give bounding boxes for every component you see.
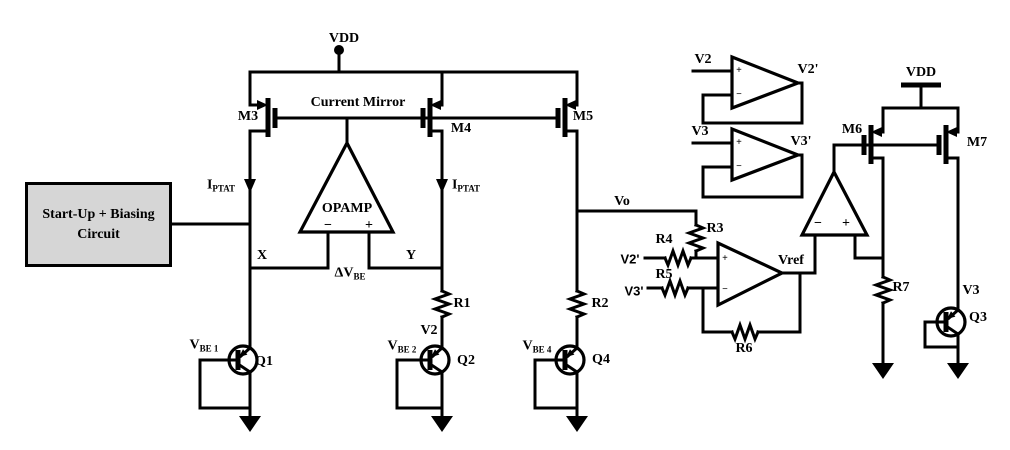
label-vo: Vo xyxy=(614,194,630,209)
startup-biasing-block: Start-Up + Biasing Circuit xyxy=(25,182,172,267)
vdd-terminal-left xyxy=(334,45,344,55)
delta-vbe-base: ΔV xyxy=(334,265,354,281)
label-r6: R6 xyxy=(735,341,753,356)
label-m6: M6 xyxy=(841,122,863,137)
iptat-right-sub: PTAT xyxy=(457,183,481,194)
label-q4: Q4 xyxy=(592,352,610,367)
vbe4-sub: BE 4 xyxy=(532,344,552,355)
label-v2-node: V2 xyxy=(420,323,438,338)
label-r3: R3 xyxy=(706,221,724,236)
label-y-node: Y xyxy=(405,248,417,263)
label-buffer2-input: V3 xyxy=(691,124,709,139)
main-opamp-minus-sign: − xyxy=(324,218,332,233)
resistor-r6-symbol xyxy=(730,323,760,341)
label-q1: Q1 xyxy=(255,354,273,369)
label-vbe2: VBE 2 xyxy=(387,338,417,355)
label-buffer1-output: V2' xyxy=(797,62,819,77)
summing-amp-minus-sign: − xyxy=(722,284,728,295)
label-iptat-left: IPTAT xyxy=(206,177,236,194)
label-m3: M3 xyxy=(237,109,259,124)
label-vdd-right: VDD xyxy=(905,65,937,80)
label-r4: R4 xyxy=(655,232,673,247)
label-delta-vbe: ΔVBE xyxy=(334,265,366,282)
label-vdd-left: VDD xyxy=(328,31,360,46)
iptat-left-sub: PTAT xyxy=(212,183,236,194)
label-m4: M4 xyxy=(450,121,472,136)
label-vbe4: VBE 4 xyxy=(522,338,552,355)
resistor-r7-symbol xyxy=(874,275,892,305)
iptat-arrow-right xyxy=(436,179,448,193)
vbe2-base: V xyxy=(387,338,398,354)
iptat-left-base: I xyxy=(206,177,213,193)
label-q2: Q2 xyxy=(457,353,475,368)
resistor-r4-symbol xyxy=(663,249,693,267)
delta-vbe-sub: BE xyxy=(353,271,366,282)
resistor-r2-symbol xyxy=(568,289,586,319)
label-vbe1: VBE 1 xyxy=(189,337,219,354)
vbe1-sub: BE 1 xyxy=(199,343,219,354)
mosfet-m7 xyxy=(939,125,958,164)
label-m7: M7 xyxy=(966,135,988,150)
iptat-arrow-left xyxy=(244,179,256,193)
label-r7: R7 xyxy=(892,280,910,295)
ground-r7 xyxy=(872,363,894,379)
buffer1-triangle xyxy=(730,54,803,111)
summing-amp-plus-sign: + xyxy=(722,253,728,264)
ground-q2 xyxy=(431,416,453,432)
main-opamp-triangle xyxy=(297,139,396,234)
label-iptat-right: IPTAT xyxy=(451,177,481,194)
label-r1: R1 xyxy=(453,296,471,311)
wire-network xyxy=(170,48,960,418)
buffer1-plus-sign: + xyxy=(736,65,742,76)
label-r2: R2 xyxy=(591,296,609,311)
label-r5: R5 xyxy=(655,267,673,282)
summing-amp-triangle xyxy=(716,240,786,308)
ground-q3 xyxy=(947,363,969,379)
label-summing-input-v2: V2' xyxy=(620,251,640,267)
vbe4-base: V xyxy=(522,338,533,354)
vbe1-base: V xyxy=(189,337,200,353)
startup-block-line2: Circuit xyxy=(77,226,120,242)
label-current-mirror: Current Mirror xyxy=(310,95,406,110)
resistor-r1-symbol xyxy=(433,289,451,319)
label-summing-input-v3: V3' xyxy=(624,283,644,299)
label-x-node: X xyxy=(256,248,268,263)
ground-q1 xyxy=(239,416,261,432)
buffer2-plus-sign: + xyxy=(736,137,742,148)
error-amp-plus-sign: + xyxy=(842,216,850,231)
error-amp-triangle xyxy=(799,168,870,237)
buffer1-minus-sign: − xyxy=(736,89,742,100)
label-vref: Vref xyxy=(778,253,804,268)
label-opamp: OPAMP xyxy=(321,201,373,216)
label-m5: M5 xyxy=(572,109,594,124)
vbe2-sub: BE 2 xyxy=(397,344,417,355)
buffer2-minus-sign: − xyxy=(736,161,742,172)
label-buffer1-input: V2 xyxy=(694,52,712,67)
resistor-r5-symbol xyxy=(660,279,690,297)
label-q3: Q3 xyxy=(969,310,987,325)
iptat-right-base: I xyxy=(451,177,458,193)
buffer2-triangle xyxy=(730,126,803,183)
ground-q4 xyxy=(566,416,588,432)
resistor-r3-symbol xyxy=(687,223,705,253)
main-opamp-plus-sign: + xyxy=(365,218,373,233)
label-v3-node: V3 xyxy=(962,283,980,298)
error-amp-minus-sign: − xyxy=(814,216,822,231)
mosfet-m3 xyxy=(248,98,278,137)
label-buffer2-output: V3' xyxy=(790,134,812,149)
startup-block-line1: Start-Up + Biasing xyxy=(42,206,155,222)
